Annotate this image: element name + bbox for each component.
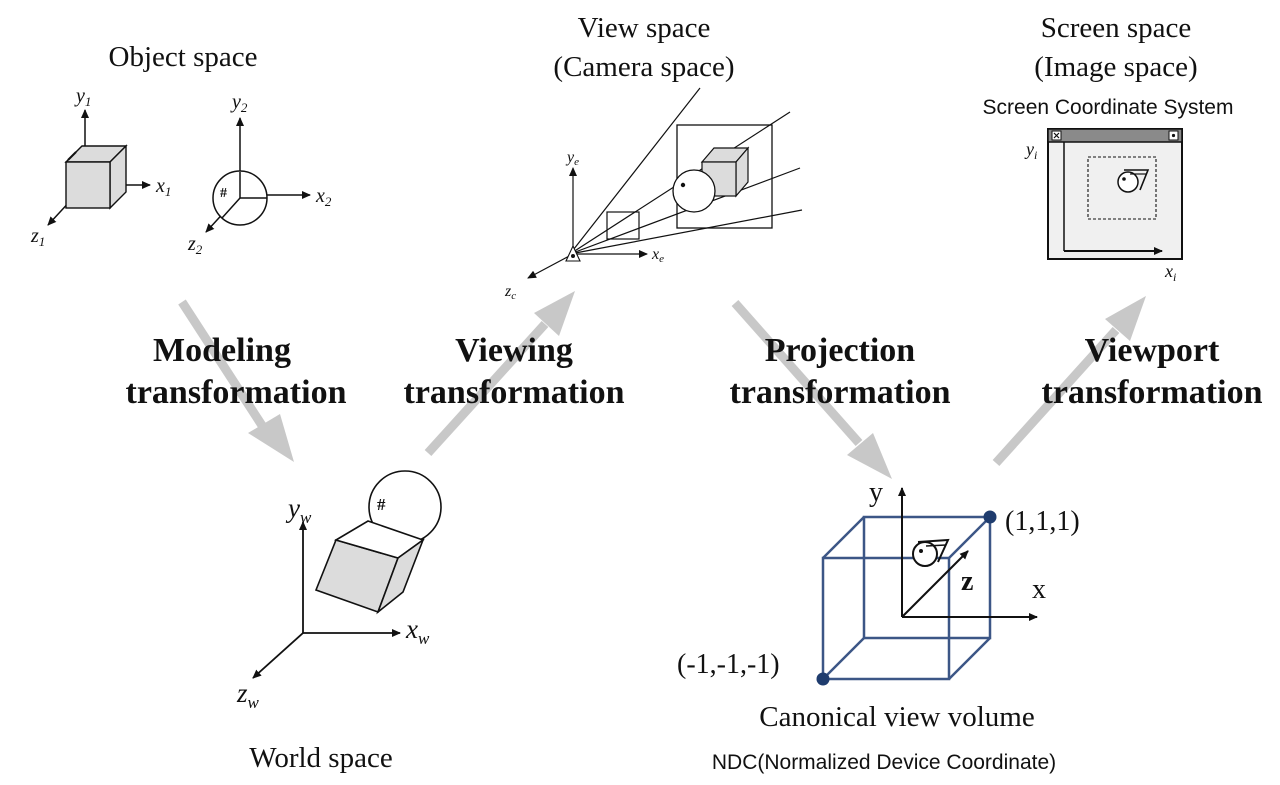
object-axes-2: y2 x2 z2 xyxy=(187,91,332,257)
ndc-max-corner xyxy=(983,510,997,524)
ndc-subtitle: NDC(Normalized Device Coordinate) xyxy=(712,751,1056,774)
world-space-panel: yw xw zw # World space xyxy=(236,470,442,774)
object1-x-label: x1 xyxy=(155,175,171,199)
view-z-label: zc xyxy=(504,283,516,302)
object-space-panel: Object space y1 x1 z1 y2 x2 z2 xyxy=(30,41,332,257)
ndc-rendered-object xyxy=(912,538,950,567)
world-space-title: World space xyxy=(249,742,392,774)
ndc-x-label: x xyxy=(1032,574,1046,605)
transform-labels: Modeling transformation Viewing transfor… xyxy=(126,332,1263,411)
world-y-label: yw xyxy=(285,493,312,527)
viewport-label: Viewport xyxy=(1085,332,1220,369)
view-sphere xyxy=(672,169,716,213)
world-z-axis xyxy=(252,632,304,679)
object2-y-label: y2 xyxy=(230,91,248,115)
screen-space-panel: Screen space (Image space) Screen Coordi… xyxy=(983,12,1234,284)
viewing-arrow xyxy=(424,291,575,457)
world-axes: yw xw zw xyxy=(236,493,430,712)
view-space-panel: View space (Camera space) ye xe zc xyxy=(504,12,803,302)
projection-label: Projection xyxy=(765,332,916,369)
modeling-arrow xyxy=(178,299,294,462)
view-cube xyxy=(700,146,750,198)
viewing-label: Viewing xyxy=(455,332,573,369)
screen-space-title: Screen space xyxy=(1041,12,1192,44)
object-cube xyxy=(64,144,128,210)
view-z-axis xyxy=(527,253,574,279)
viewport-label-2: transformation xyxy=(1042,374,1263,411)
view-axes: ye xe zc xyxy=(504,149,664,302)
camera-icon xyxy=(565,244,581,262)
projection-arrow xyxy=(731,300,892,479)
ndc-z-axis xyxy=(901,550,969,618)
object2-z-label: z2 xyxy=(187,233,203,257)
modeling-label-2: transformation xyxy=(126,374,347,411)
screen-window xyxy=(1047,128,1183,260)
ndc-cube xyxy=(821,515,992,681)
view-space-title: View space xyxy=(578,12,711,44)
canonical-view-volume-title: Canonical view volume xyxy=(759,701,1034,733)
view-space-subtitle: (Camera space) xyxy=(553,51,734,83)
window-titlebar xyxy=(1047,128,1183,143)
object1-z-label: z1 xyxy=(30,225,45,249)
transform-arrows xyxy=(178,291,1146,479)
screen-space-subtitle: (Image space) xyxy=(1034,51,1197,83)
screen-rendered-object xyxy=(1117,169,1150,193)
screen-x-label: xi xyxy=(1164,261,1176,284)
ndc-cube-back xyxy=(862,515,992,640)
object-sphere-mark: # xyxy=(220,186,227,201)
world-x-label: xw xyxy=(405,614,430,648)
view-y-label: ye xyxy=(565,149,579,168)
object1-y-label: y1 xyxy=(74,85,91,109)
ndc-min-corner xyxy=(816,672,830,686)
ndc-cube-front xyxy=(821,556,951,681)
object-space-title: Object space xyxy=(109,41,258,73)
ndc-axes: y x z xyxy=(869,477,1046,621)
projection-label-2: transformation xyxy=(730,374,951,411)
world-sphere-mark: # xyxy=(377,495,386,514)
object2-x-label: x2 xyxy=(315,185,332,209)
viewport-arrow xyxy=(992,296,1146,467)
world-z-label: zw xyxy=(236,678,260,712)
screen-y-label: yi xyxy=(1024,139,1037,162)
modeling-label: Modeling xyxy=(153,332,291,369)
viewing-label-2: transformation xyxy=(404,374,625,411)
ndc-y-label: y xyxy=(869,477,883,508)
world-cube xyxy=(314,520,425,615)
ndc-z-label: z xyxy=(961,566,973,597)
ndc-min-corner-label: (-1,-1,-1) xyxy=(677,649,780,680)
canonical-view-volume-panel: y x z (1,1,1) (-1,-1,-1) Canonical view … xyxy=(677,477,1080,774)
view-x-label: xe xyxy=(651,246,664,265)
screen-coordinate-system-label: Screen Coordinate System xyxy=(983,96,1234,119)
ndc-max-corner-label: (1,1,1) xyxy=(1005,506,1080,537)
